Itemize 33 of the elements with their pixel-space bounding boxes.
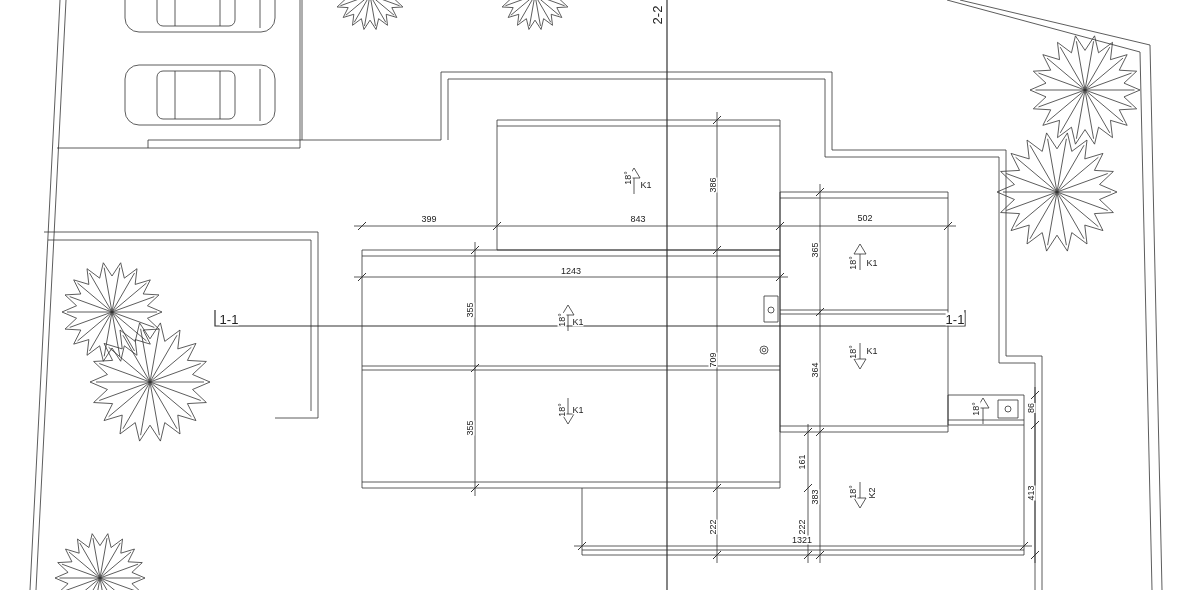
- dimension-label: 222: [797, 519, 807, 535]
- roof-label: K1: [640, 180, 652, 190]
- slope-label: 18°: [557, 403, 567, 417]
- dimension-label: 1243: [561, 266, 581, 276]
- dimension-label: 222: [708, 519, 718, 535]
- dimension-label: 383: [810, 489, 820, 505]
- roof-label: K1: [866, 346, 878, 356]
- dimension-label: 843: [630, 214, 646, 224]
- dimension-label: 413: [1026, 485, 1036, 501]
- slope-label: 18°: [848, 256, 858, 270]
- dimension-label: 386: [708, 177, 718, 193]
- slope-label: 18°: [557, 313, 567, 327]
- slope-label: 18°: [971, 402, 981, 416]
- slope-label: 18°: [623, 171, 633, 185]
- roof-label: K1: [572, 317, 584, 327]
- dimension-label: 364: [810, 362, 820, 378]
- dimension-label: 709: [708, 352, 718, 368]
- roof-label: K1: [866, 258, 878, 268]
- roof-label: K1: [572, 405, 584, 415]
- dimension-label: 365: [810, 242, 820, 258]
- dimension-label: 86: [1026, 403, 1036, 413]
- dimension-label: 399: [421, 214, 437, 224]
- roof-label: K2: [867, 487, 877, 499]
- section-label: 1-1: [219, 312, 239, 326]
- slope-label: 18°: [848, 345, 858, 359]
- dimension-label: 355: [465, 302, 475, 318]
- dimension-label: 161: [797, 454, 807, 470]
- dimension-label: 502: [857, 213, 873, 223]
- slope-label: 18°: [848, 485, 858, 499]
- dimension-label: 1321: [792, 535, 812, 545]
- dimension-label: 355: [465, 420, 475, 436]
- section-label: 2-2: [650, 5, 664, 25]
- section-label: 1-1: [945, 312, 965, 326]
